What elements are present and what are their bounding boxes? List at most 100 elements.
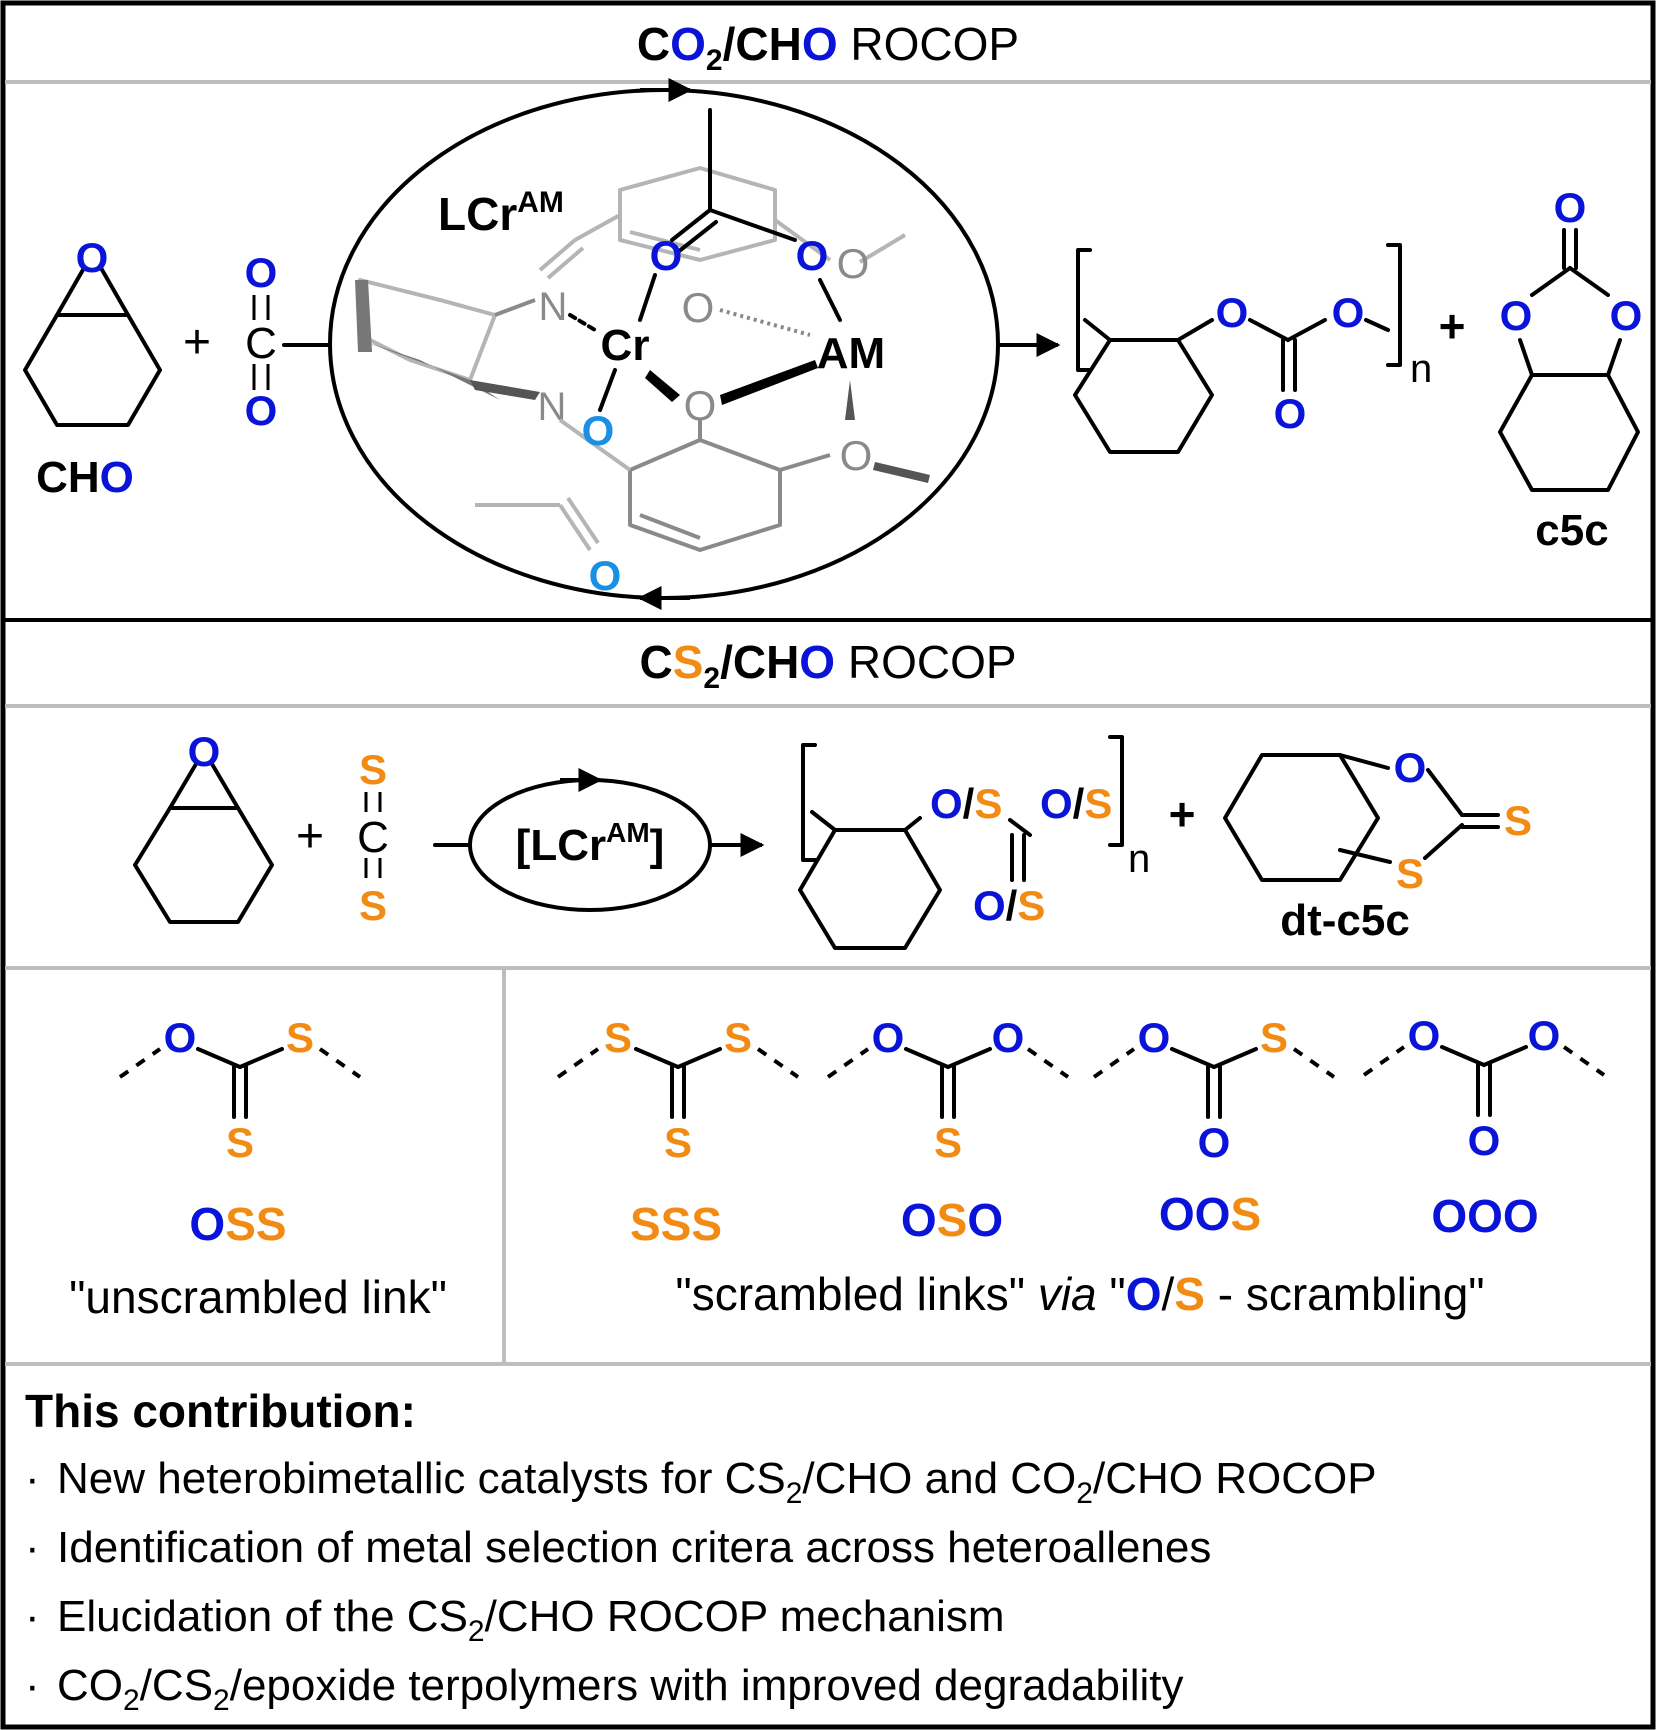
link-atom-double: S [934,1119,962,1166]
svg-text:O: O [1554,184,1587,231]
contribution-list: ·New heterobimetallic catalysts for CS2/… [25,1454,1377,1717]
polycarbonate: O O O n [1073,243,1432,454]
cs2-molecule: S C S [357,746,389,929]
svg-text:n: n [1128,837,1150,881]
dashed-bond [318,1047,362,1079]
plus-4: + [1169,788,1196,840]
svg-text:O: O [1332,289,1365,336]
cho-epoxide: O [23,234,162,427]
svg-text:O/S: O/S [973,882,1045,929]
unscrambled-caption: "unscrambled link" [69,1271,447,1323]
link-atom: O [992,1014,1025,1061]
svg-text:S: S [359,746,387,793]
link-atom: S [604,1014,632,1061]
contribution-item: ·CO2/CS2/epoxide terpolymers with improv… [25,1661,1184,1717]
svg-text:O: O [188,728,221,775]
bond [946,1047,992,1069]
plus-1: + [183,316,211,369]
svg-text:O/S: O/S [930,780,1002,827]
svg-text:O: O [1394,744,1427,791]
bond [196,1047,242,1069]
bond [1482,1045,1528,1067]
svg-text:O: O [245,387,278,434]
contribution-item: ·Identification of metal selection crite… [25,1523,1211,1572]
link-code-oso: OSO [901,1194,1003,1246]
svg-text:O: O [245,249,278,296]
catalytic-cycle [328,88,1000,600]
ligand-oxygen-1: O [582,407,615,454]
plus-2: + [1439,300,1466,352]
lcram-label: LCrAM [438,186,564,240]
dashed-bond [118,1047,162,1079]
cho-label: CHO [36,453,134,502]
dashed-bond [1362,1045,1406,1077]
svg-text:S: S [1504,797,1532,844]
link-atom: O [164,1014,197,1061]
bond [904,1047,950,1069]
am-label: AM [817,329,885,378]
lcram-catalyst-structure: N N O O O O Cr AM O O [355,108,930,599]
svg-text:O: O [840,432,873,479]
link-atom-double: S [664,1119,692,1166]
link-atom: S [1260,1014,1288,1061]
link-code-sss: SSS [630,1198,722,1250]
svg-text:O: O [1500,292,1533,339]
cr-label: Cr [601,321,650,370]
dashed-bond [1026,1047,1070,1079]
svg-text:O/S: O/S [1040,780,1112,827]
cyclic-carbonate-c5c: O O O [1498,184,1643,492]
svg-text:O: O [1216,289,1249,336]
svg-text:O: O [682,284,715,331]
dashed-bond [1292,1047,1336,1079]
dashed-bond [756,1047,800,1079]
cyclic-dithiocarbonate: O S S [1223,744,1532,897]
mid-title: CS2/CHO ROCOP [639,636,1016,695]
link-atom: S [724,1014,752,1061]
svg-text:C: C [245,319,277,368]
link-atom-double: O [1468,1117,1501,1164]
link-atom: O [1408,1012,1441,1059]
svg-text:O: O [796,232,829,279]
c5c-label: c5c [1535,506,1608,555]
svg-text:S: S [359,882,387,929]
contribution-item: ·Elucidation of the CS2/CHO ROCOP mechan… [25,1592,1005,1648]
link-atom: S [286,1014,314,1061]
link-code-oos: OOS [1159,1188,1261,1240]
contribution-item: ·New heterobimetallic catalysts for CS2/… [25,1454,1377,1510]
cho-epoxide-2: O [133,728,274,924]
dashed-bond [1562,1045,1606,1077]
co2-molecule: O C O [245,249,332,434]
plus-3: + [296,810,324,863]
mini-catalyst-label: [LCrAM] [516,817,665,870]
link-atom: O [1528,1012,1561,1059]
top-title: CO2/CHO ROCOP [637,18,1019,77]
bond [1440,1045,1486,1067]
dt-c5c-label: dt-c5c [1280,896,1410,945]
epoxide-oxygen: O [76,234,109,281]
svg-text:C: C [357,813,389,862]
bond [634,1047,680,1069]
svg-text:O: O [1610,292,1643,339]
svg-text:O: O [650,232,683,279]
svg-text:S: S [1396,850,1424,897]
bond [1212,1047,1258,1069]
polythiocarbonate: O/S O/S O/S n [798,735,1150,950]
bond [676,1047,722,1069]
link-code-ooo: OOO [1431,1190,1538,1242]
dashed-bond [826,1047,870,1079]
contribution-heading: This contribution: [25,1385,416,1437]
link-atom: O [1138,1014,1171,1061]
dashed-bond [1092,1047,1136,1079]
imine-n-top: N [539,285,568,329]
svg-text:O: O [837,240,870,287]
link-code-oss: OSS [189,1198,286,1250]
link-atom: O [872,1014,905,1061]
svg-text:O: O [1274,390,1307,437]
ligand-oxygen-2: O [589,552,622,599]
bond [238,1047,284,1069]
svg-text:n: n [1410,347,1432,391]
scrambled-caption: "scrambled links" via "O/S - scrambling" [675,1268,1484,1320]
